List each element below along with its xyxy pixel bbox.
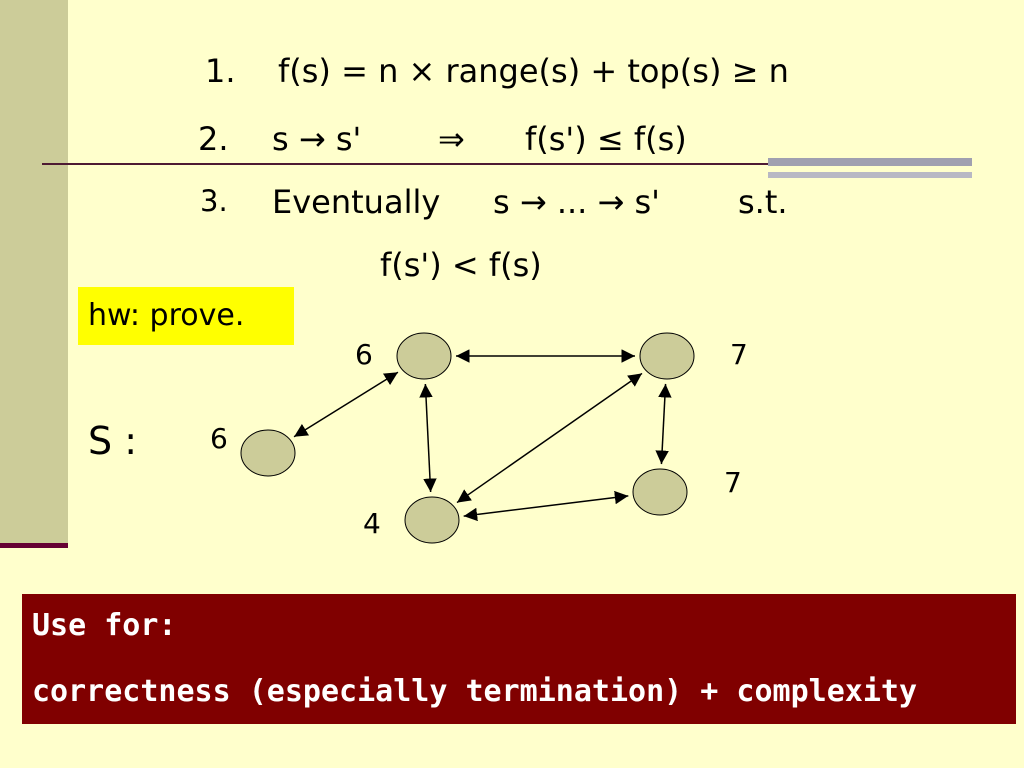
node-d [404,496,460,544]
node-a [396,332,452,380]
divider-line [42,163,972,165]
edge-a-d [419,383,437,493]
node-a-weight: 6 [355,338,373,371]
formula-3-number: 3. [200,184,228,218]
footer-title: Use for: [32,608,177,643]
edge-b-e [655,383,672,465]
formula-2-left: s → s' [272,120,362,158]
side-bar-accent-line [0,543,68,548]
formula-2-implies: ⇒ [438,120,465,158]
formula-1-number: 1. [205,52,236,90]
homework-note: hw: prove. [78,287,294,345]
node-c [240,429,296,477]
graph-nodes [240,332,695,544]
state-graph [240,332,695,544]
formula-2-right: f(s') ≤ f(s) [525,120,687,158]
formula-1-expression: f(s) = n × range(s) + top(s) ≥ n [278,52,789,90]
divider-accent-bar-lower [768,172,972,178]
node-b [639,332,695,380]
node-c-weight: 6 [210,422,228,455]
state-label: S : [88,419,138,463]
formula-3-st: s.t. [738,183,788,221]
edge-a-c [293,371,399,438]
formula-2-number: 2. [198,120,229,158]
node-e [632,468,688,516]
footer-text: correctness (especially termination) + c… [32,674,918,709]
edge-d-e [463,490,629,522]
footer-box: Use for: correctness (especially termina… [22,594,1016,724]
side-bar [0,0,68,543]
graph-edges [293,349,672,522]
divider-accent-bar [768,158,972,166]
node-b-weight: 7 [730,338,748,371]
node-d-weight: 4 [363,507,381,540]
formula-4: f(s') < f(s) [380,246,542,284]
edge-b-d [456,372,643,504]
formula-3-path: s → ... → s' [493,183,660,221]
node-e-weight: 7 [724,466,742,499]
formula-3-word: Eventually [272,183,441,221]
